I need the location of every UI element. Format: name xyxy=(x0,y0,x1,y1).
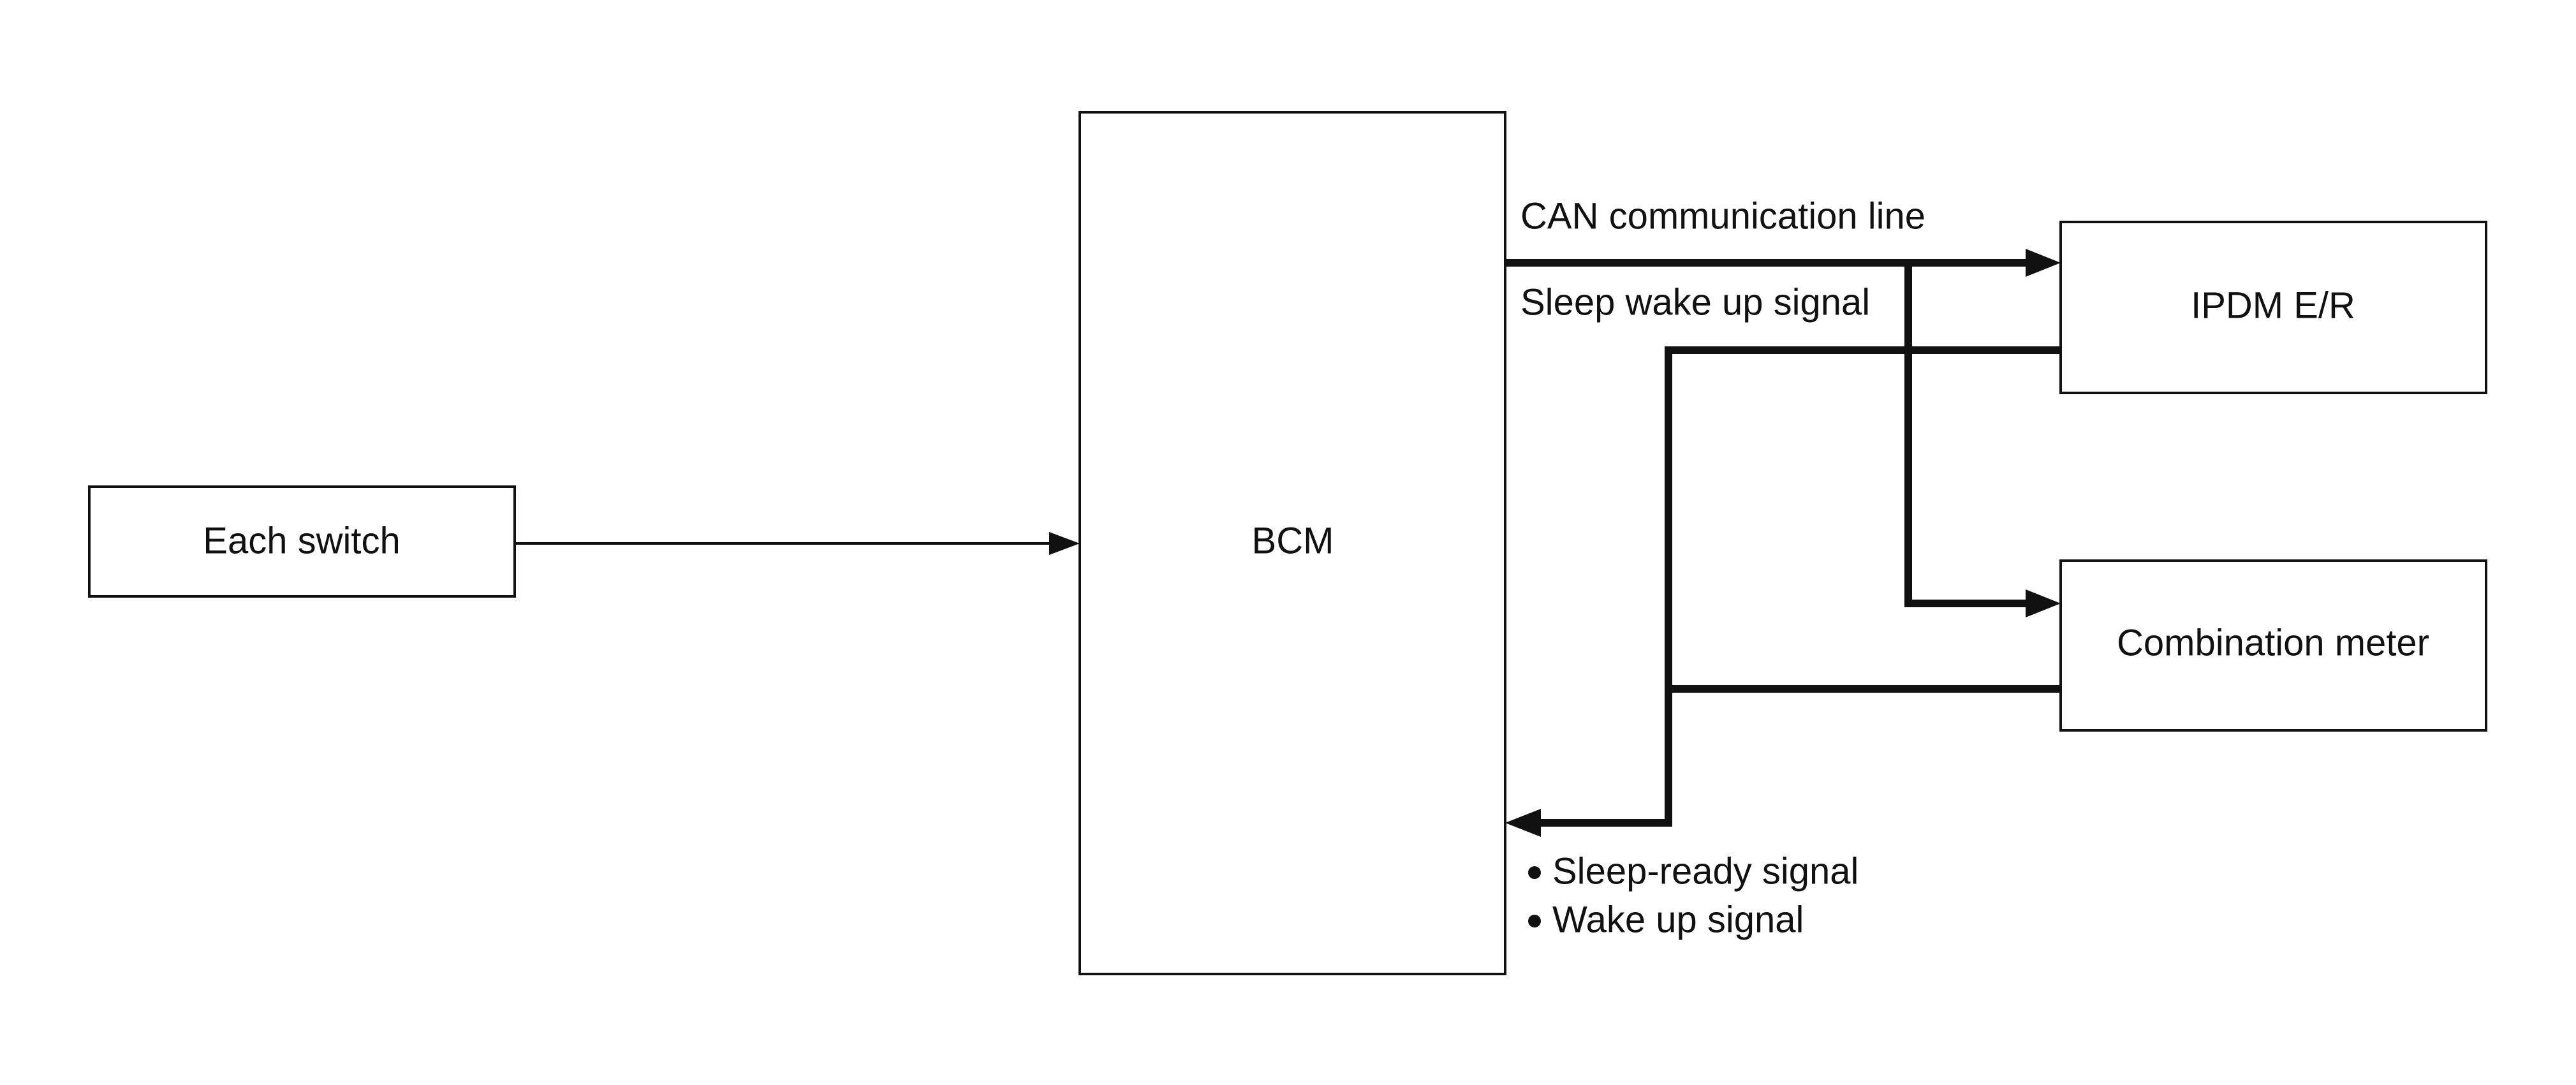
combination-meter-block: Combination meter xyxy=(2059,559,2487,732)
bcm-input-signal-list: Sleep-ready signal Wake up signal xyxy=(1528,850,1858,940)
ipdm-block: IPDM E/R xyxy=(2059,221,2487,394)
ipdm-label: IPDM E/R xyxy=(2191,284,2355,326)
each-switch-label: Each switch xyxy=(203,520,400,561)
switch-to-bcm-arrow xyxy=(515,532,1080,555)
bcm-block: BCM xyxy=(1078,111,1506,975)
combination-meter-label: Combination meter xyxy=(2117,622,2429,663)
each-switch-block: Each switch xyxy=(88,485,516,598)
bcm-label: BCM xyxy=(1252,520,1334,561)
bullet-icon xyxy=(1528,915,1541,927)
bullet-icon xyxy=(1528,866,1541,879)
sleep-ready-signal-label: Sleep-ready signal xyxy=(1552,850,1858,892)
can-communication-line xyxy=(1505,249,2061,617)
sleep-wake-up-signal-label: Sleep wake up signal xyxy=(1520,281,1870,323)
sleep-wake-up-signal-line xyxy=(1505,346,2061,837)
wake-up-signal-label: Wake up signal xyxy=(1552,899,1804,940)
can-communication-line-label: CAN communication line xyxy=(1520,195,1925,237)
